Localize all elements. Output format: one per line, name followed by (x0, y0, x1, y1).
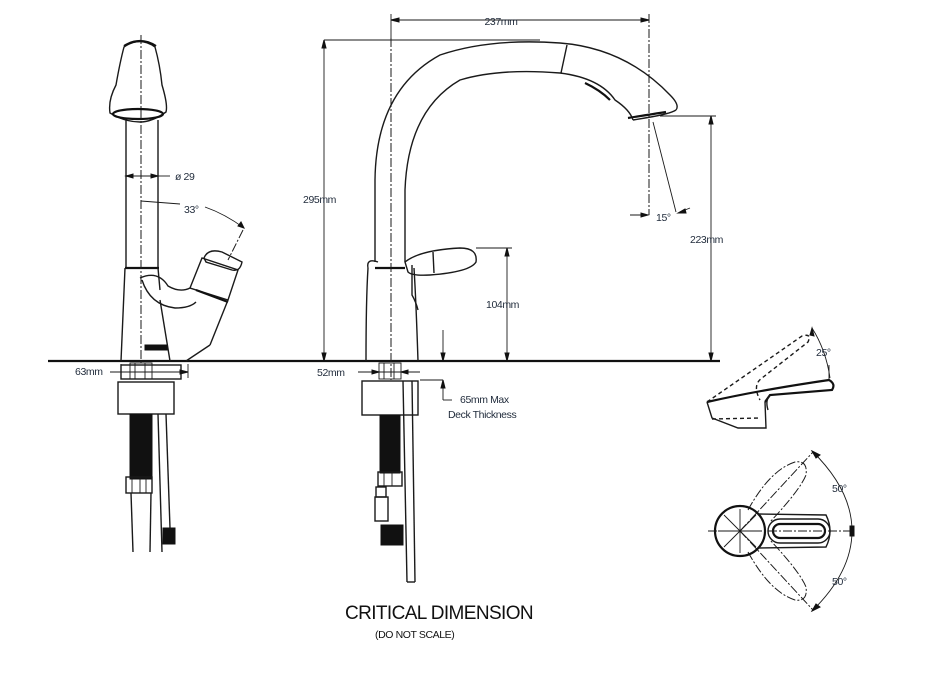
front-mounting-nut (361, 380, 419, 416)
shank-label: 52mm (317, 367, 345, 379)
reach-label: 237mm (484, 16, 518, 28)
spray-button (584, 82, 611, 101)
rotation-down-label: 50° (832, 576, 847, 588)
front-supply-hose (379, 414, 401, 474)
spout-inner (404, 70, 634, 262)
handle-height-label: 104mm (486, 299, 520, 311)
handle-rotation-detail (708, 449, 855, 613)
spout-height-label: 223mm (690, 234, 724, 246)
handle-angle-label: 33° (184, 204, 199, 216)
tilt-angle-label: 25° (816, 347, 831, 359)
height-label: 295mm (303, 194, 337, 206)
spout-angle-label: 15° (656, 212, 671, 224)
spout-outer (374, 41, 678, 262)
diameter-label: ø 29 (175, 171, 195, 183)
base-width-label: 63mm (75, 366, 103, 378)
front-handle (404, 247, 477, 276)
side-mounting-nut (117, 381, 175, 415)
deck-thickness-label-2: Deck Thickness (448, 409, 516, 421)
handle-tilt-detail (706, 326, 835, 429)
rotation-up-label: 50° (832, 483, 847, 495)
spray-head (108, 40, 168, 123)
front-view-faucet (321, 14, 716, 583)
side-supply-hose (129, 413, 153, 480)
drawing-subtitle: (DO NOT SCALE) (375, 629, 454, 641)
spray-face (111, 107, 165, 121)
spray-head-top (123, 39, 157, 47)
side-view-faucet (108, 35, 245, 553)
drawing-title: CRITICAL DIMENSION (345, 603, 533, 624)
deck-thickness-label-1: 65mm Max (460, 394, 510, 406)
